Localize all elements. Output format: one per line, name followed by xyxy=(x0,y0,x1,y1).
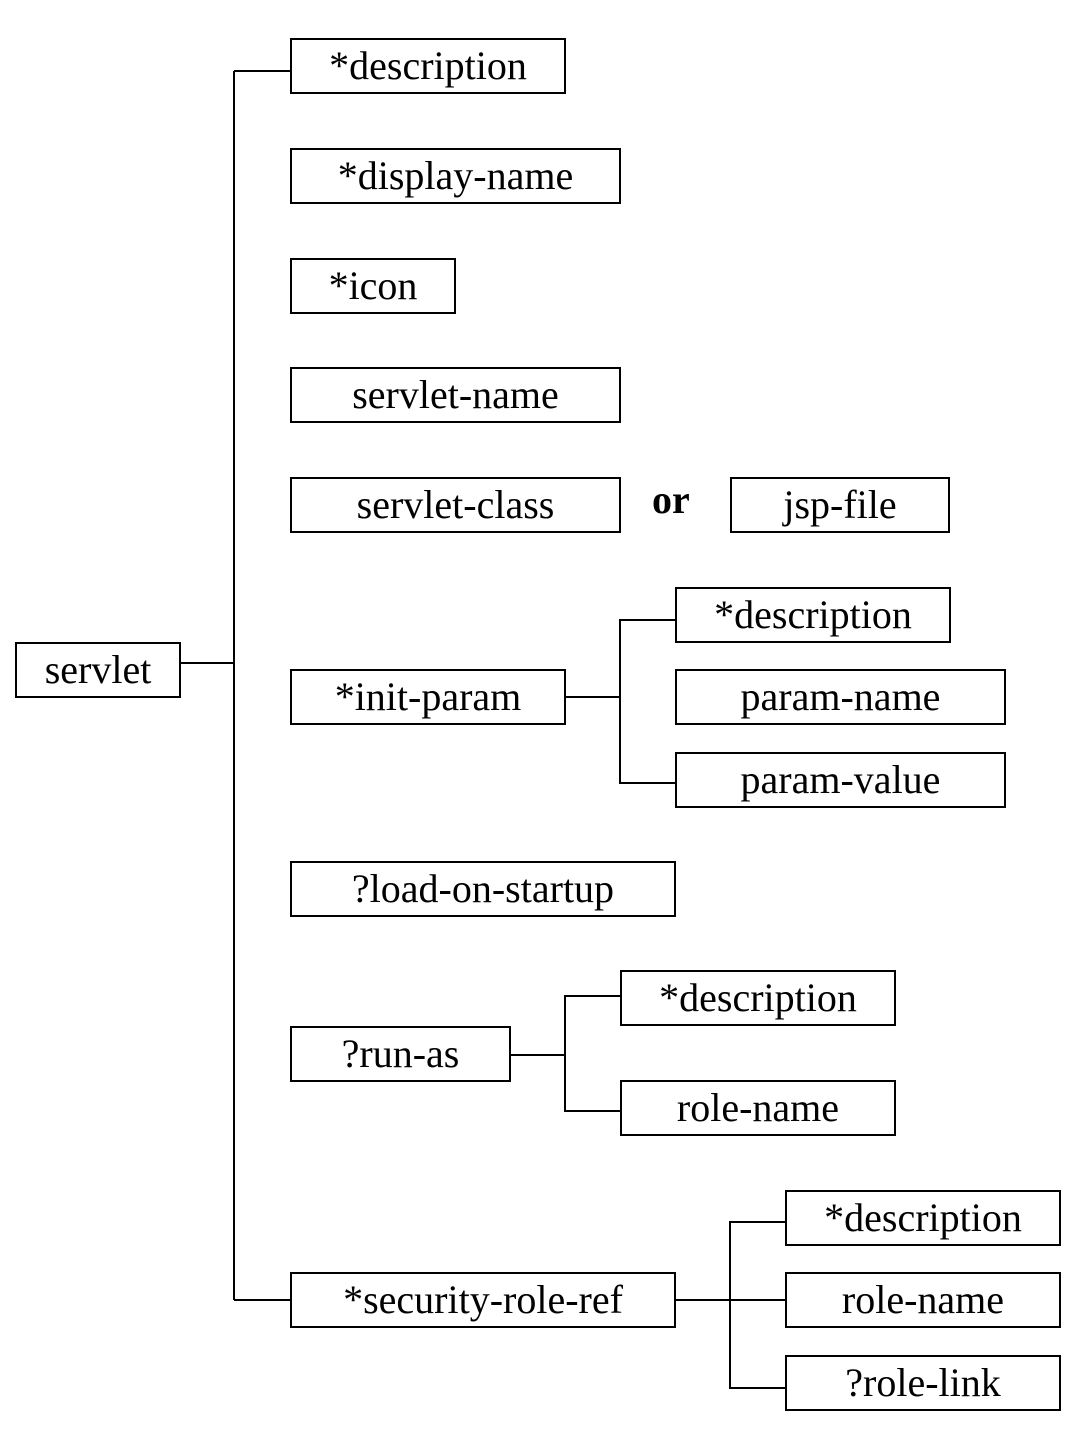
description-node: *description xyxy=(290,38,566,94)
run-as-branch xyxy=(564,995,620,1112)
param-name-node: param-name xyxy=(675,669,1006,725)
icon-node: *icon xyxy=(290,258,456,314)
or-label: or xyxy=(652,477,690,522)
init-param-node: *init-param xyxy=(290,669,566,725)
role-link-node: ?role-link xyxy=(785,1355,1061,1411)
security-role-ref-description-node: *description xyxy=(785,1190,1061,1246)
run-as-description-node: *description xyxy=(620,970,896,1026)
init-param-description-node: *description xyxy=(675,587,951,643)
run-as-node: ?run-as xyxy=(290,1026,511,1082)
security-role-ref-node: *security-role-ref xyxy=(290,1272,676,1328)
init-param-branch xyxy=(619,619,675,784)
servlet-class-node: servlet-class xyxy=(290,477,621,533)
load-on-startup-node: ?load-on-startup xyxy=(290,861,676,917)
servlet-node: servlet xyxy=(15,642,181,698)
run-as-role-name-node: role-name xyxy=(620,1080,896,1136)
param-value-node: param-value xyxy=(675,752,1006,808)
jsp-file-node: jsp-file xyxy=(730,477,950,533)
servlet-name-node: servlet-name xyxy=(290,367,621,423)
security-role-ref-branch xyxy=(729,1221,785,1389)
display-name-node: *display-name xyxy=(290,148,621,204)
security-role-ref-role-name-node: role-name xyxy=(785,1272,1061,1328)
